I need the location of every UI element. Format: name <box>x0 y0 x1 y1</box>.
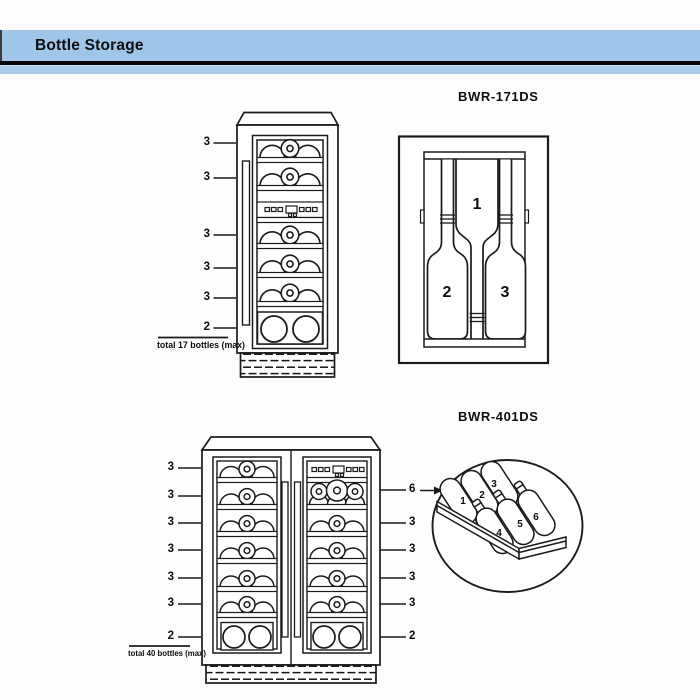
leader-lines-bwr171 <box>158 142 236 339</box>
header-rule <box>0 61 700 65</box>
cooler-bwr401-figure <box>200 436 382 684</box>
detail-circle-bwr401 <box>431 456 584 593</box>
door-handle-left <box>281 481 289 638</box>
page-title: Bottle Storage <box>35 36 144 54</box>
leader-lines-bwr401 <box>129 467 443 647</box>
arrow-head <box>434 486 443 495</box>
cooler-bwr171-figure <box>235 111 340 378</box>
header-band: Bottle Storage <box>0 30 700 61</box>
header-subband <box>0 64 700 74</box>
door-handle <box>241 160 251 326</box>
door-handle-right <box>293 481 302 638</box>
detail-box-bwr171 <box>397 135 550 365</box>
